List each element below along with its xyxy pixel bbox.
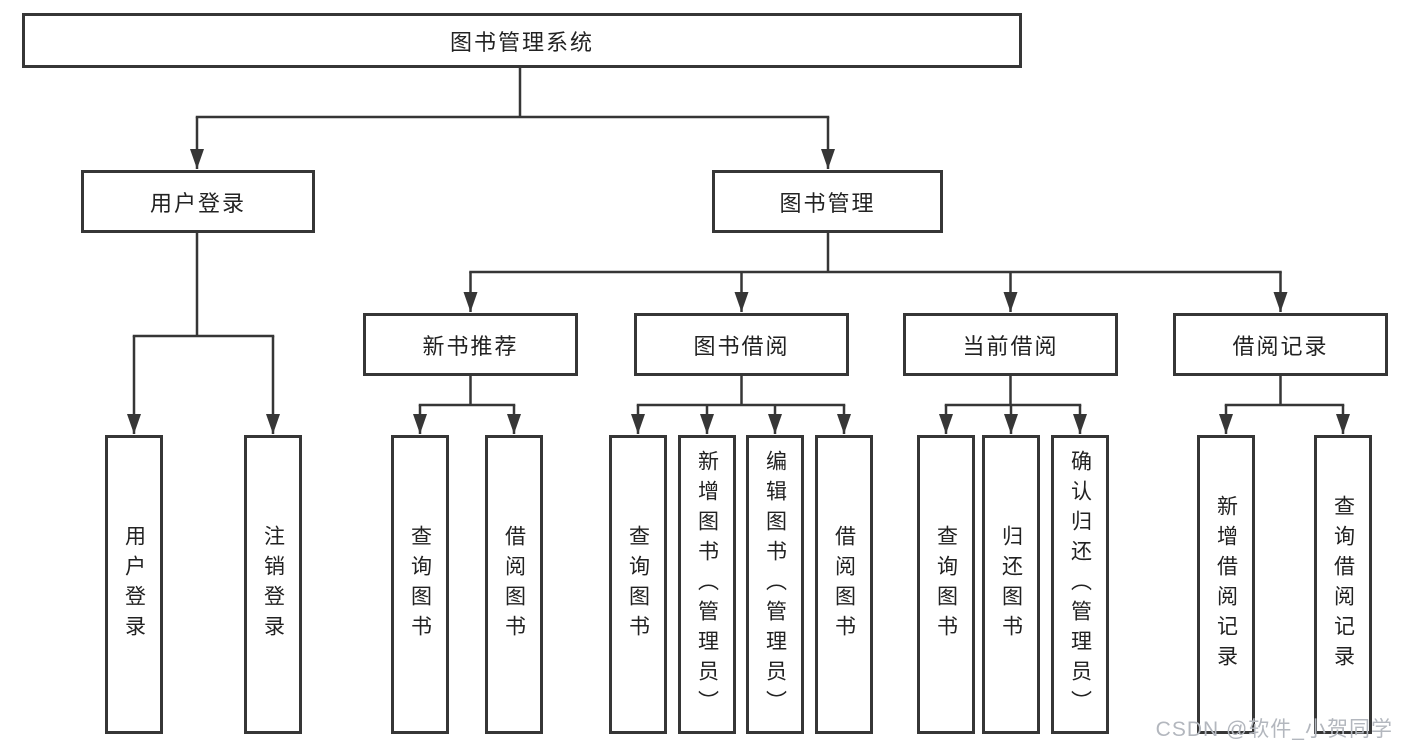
node-borrow-books-1: 借阅图书 [485,435,543,734]
node-query-books-2: 查询图书 [609,435,667,734]
csdn-watermark: CSDN @软件_小贺同学 [1155,718,1393,741]
node-query-books-1: 查询图书 [391,435,449,734]
node-query-books-1-label: 查询图书 [408,524,432,645]
node-borrow-books-1-label: 借阅图书 [502,524,526,645]
node-edit-books-admin: 编辑图书（管理员） [746,435,804,734]
edge-current-borrowing-to-children [939,376,1087,434]
node-book-borrowing: 图书借阅 [634,313,849,376]
node-user-login-label: 用户登录 [122,524,146,645]
node-query-books-2-label: 查询图书 [626,524,650,645]
node-logout-label: 注销登录 [261,524,285,645]
node-return-books: 归还图书 [982,435,1040,734]
node-current-borrowing-label: 当前借阅 [962,333,1059,359]
node-add-borrow-record: 新增借阅记录 [1197,435,1255,734]
node-root-label: 图书管理系统 [449,29,594,55]
node-add-books-admin-label: 新增图书（管理员） [695,449,719,720]
edge-root-to-level2 [190,66,835,169]
node-user-login-group: 用户登录 [81,170,315,233]
edge-borrowing-records-to-children [1219,376,1350,434]
node-root: 图书管理系统 [22,13,1022,68]
node-confirm-return-admin: 确认归还（管理员） [1051,435,1109,734]
node-user-login: 用户登录 [105,435,163,734]
node-new-book-recommend: 新书推荐 [363,313,578,376]
node-book-management-label: 图书管理 [779,190,876,216]
node-user-login-group-label: 用户登录 [149,190,246,216]
node-borrowing-records: 借阅记录 [1173,313,1388,376]
edge-book-borrowing-to-children [631,376,851,434]
node-query-borrow-record: 查询借阅记录 [1314,435,1372,734]
node-borrow-books-2: 借阅图书 [815,435,873,734]
node-edit-books-admin-label: 编辑图书（管理员） [763,449,787,720]
node-query-books-3: 查询图书 [917,435,975,734]
edge-user-login-group-to-children [127,233,280,434]
node-new-book-recommend-label: 新书推荐 [422,333,519,359]
node-add-borrow-record-label: 新增借阅记录 [1214,494,1238,675]
node-book-management: 图书管理 [712,170,943,233]
node-query-books-3-label: 查询图书 [934,524,958,645]
node-book-borrowing-label: 图书借阅 [693,333,790,359]
node-return-books-label: 归还图书 [999,524,1023,645]
node-query-borrow-record-label: 查询借阅记录 [1331,494,1355,675]
node-confirm-return-admin-label: 确认归还（管理员） [1068,449,1092,720]
node-borrowing-records-label: 借阅记录 [1232,333,1329,359]
node-add-books-admin: 新增图书（管理员） [678,435,736,734]
edge-new-book-recommend-to-children [413,376,521,434]
node-borrow-books-2-label: 借阅图书 [832,524,856,645]
edge-book-management-to-level3 [463,233,1288,312]
node-logout: 注销登录 [244,435,302,734]
node-current-borrowing: 当前借阅 [903,313,1118,376]
